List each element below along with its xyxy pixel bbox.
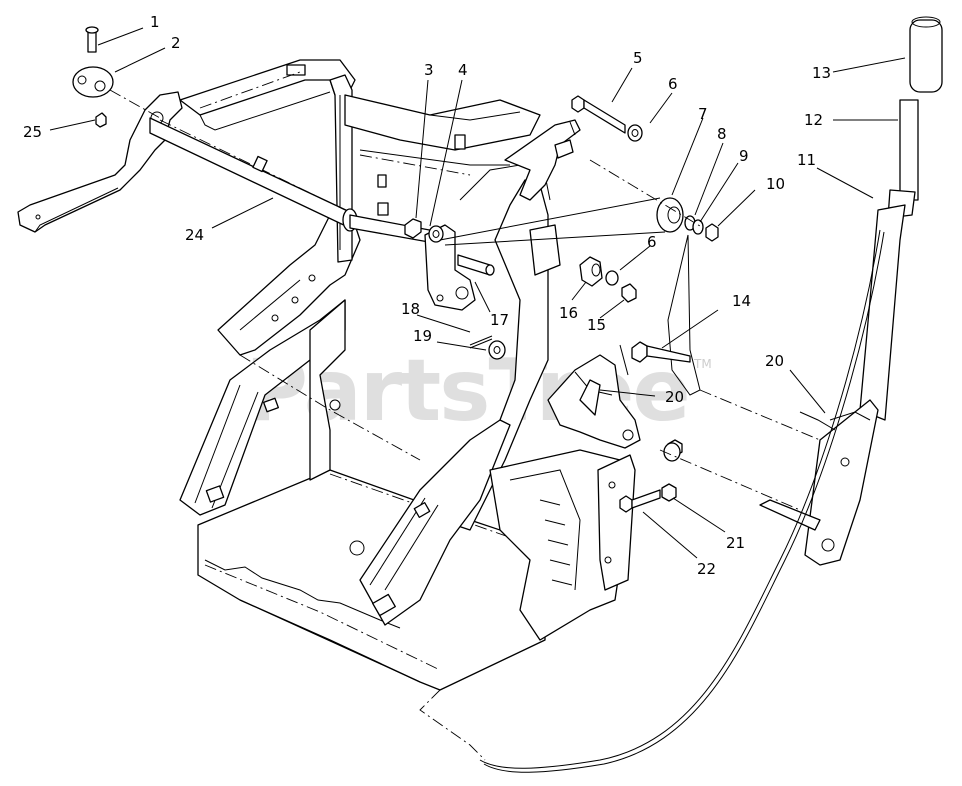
- callout-20-center: 20: [665, 388, 684, 406]
- callout-24: 24: [185, 226, 204, 244]
- callout-1: 1: [150, 13, 160, 31]
- watermark-trademark: TM: [693, 357, 712, 371]
- callout-6-lower: 6: [647, 233, 657, 251]
- callout-14: 14: [732, 292, 751, 310]
- callout-16: 16: [559, 304, 578, 322]
- callout-5: 5: [633, 49, 643, 67]
- callout-11: 11: [797, 151, 816, 169]
- callout-25: 25: [23, 123, 42, 141]
- cotter-and-washer: [469, 335, 506, 360]
- callout-6-upper: 6: [668, 75, 678, 93]
- roller-assembly: [579, 256, 637, 303]
- left-side-channel: [179, 299, 346, 516]
- upper-bracket: [504, 119, 581, 276]
- callout-8: 8: [717, 125, 727, 143]
- callout-22: 22: [697, 560, 716, 578]
- bolt-and-washer-top: [571, 95, 643, 142]
- callout-7: 7: [698, 105, 708, 123]
- callout-12: 12: [804, 111, 823, 129]
- top-left-hardware: [72, 26, 161, 128]
- right-channel-bracket: [489, 449, 636, 641]
- pulley-assembly: [439, 159, 719, 396]
- cross-shaft: [149, 117, 441, 245]
- callout-19: 19: [413, 327, 432, 345]
- callout-labels: 1 2 3 4 5 6 6 7 8 9 10 11 12 13 14 15 16…: [23, 13, 831, 578]
- control-cable: [419, 229, 885, 773]
- callout-2: 2: [171, 34, 181, 52]
- callout-13: 13: [812, 64, 831, 82]
- callout-20-right: 20: [765, 352, 784, 370]
- callout-18: 18: [401, 300, 420, 318]
- brake-bracket: [547, 341, 691, 462]
- callout-3: 3: [424, 61, 434, 79]
- nut-and-washer: [404, 218, 444, 243]
- pedal-arm: [17, 91, 183, 233]
- callout-10: 10: [766, 175, 785, 193]
- callout-21: 21: [726, 534, 745, 552]
- shift-lever: [659, 16, 943, 566]
- callout-17: 17: [490, 311, 509, 329]
- callout-9: 9: [739, 147, 749, 165]
- bolt-and-nut-lower: [619, 483, 677, 513]
- callout-15: 15: [587, 316, 606, 334]
- leader-lines: [49, 27, 906, 559]
- lever-arm: [424, 224, 495, 311]
- callout-4: 4: [458, 61, 468, 79]
